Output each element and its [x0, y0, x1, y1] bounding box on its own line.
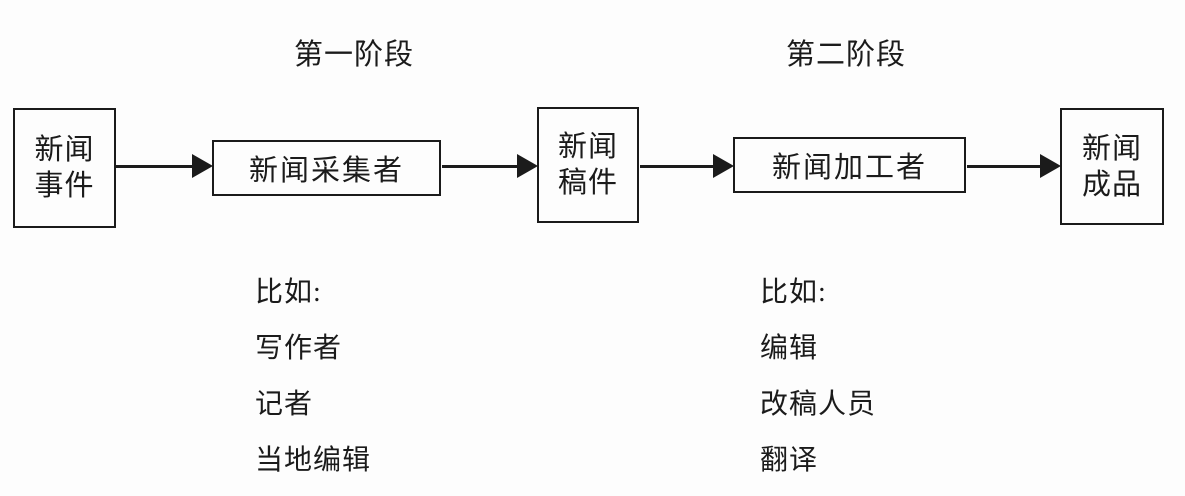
node-news-collector-label: 新闻采集者 [248, 155, 404, 187]
stage2-examples-heading: 比如: [760, 277, 827, 308]
arrow-shaft [442, 165, 522, 168]
arrow-right-icon [713, 154, 734, 178]
arrow-shaft [967, 165, 1045, 168]
stage1-examples-list: 比如: 写作者 记者 当地编辑 [255, 278, 371, 496]
flow-arrow-3 [640, 154, 734, 178]
flow-arrow-1 [116, 154, 213, 178]
node-news-processor-label: 新闻加工者 [771, 152, 927, 184]
node-news-processor: 新闻加工者 [733, 137, 966, 193]
node-news-product-line2: 成品 [1081, 168, 1142, 201]
arrow-right-icon [1040, 154, 1061, 178]
stage1-example-item: 写作者 [255, 333, 343, 364]
stage2-example-item: 翻译 [760, 445, 819, 476]
node-news-collector: 新闻采集者 [212, 140, 441, 196]
arrow-shaft [640, 165, 718, 168]
flow-arrow-4 [967, 154, 1061, 178]
stage2-example-item: 改稿人员 [760, 389, 877, 420]
node-news-manuscript: 新闻 稿件 [537, 107, 639, 223]
arrow-right-icon [517, 154, 538, 178]
arrow-right-icon [192, 154, 213, 178]
node-news-event-line2: 事件 [34, 170, 95, 202]
stage1-title: 第一阶段 [294, 39, 415, 71]
stage2-examples-list: 比如: 编辑 改稿人员 翻译 [760, 278, 876, 496]
node-news-manuscript-line1: 新闻 [557, 131, 618, 163]
stage1-example-item: 记者 [255, 389, 314, 420]
flow-arrow-2 [442, 154, 538, 178]
stage2-title: 第二阶段 [786, 39, 907, 71]
stage1-examples-heading: 比如: [255, 277, 322, 308]
stage1-example-item: 当地编辑 [255, 445, 372, 476]
node-news-product-line1: 新闻 [1081, 132, 1142, 165]
node-news-product: 新闻 成品 [1060, 108, 1164, 225]
node-news-event-line1: 新闻 [34, 134, 95, 166]
arrow-shaft [116, 165, 197, 168]
node-news-manuscript-line2: 稿件 [557, 167, 618, 199]
stage2-example-item: 编辑 [760, 333, 819, 364]
node-news-event: 新闻 事件 [13, 108, 116, 228]
